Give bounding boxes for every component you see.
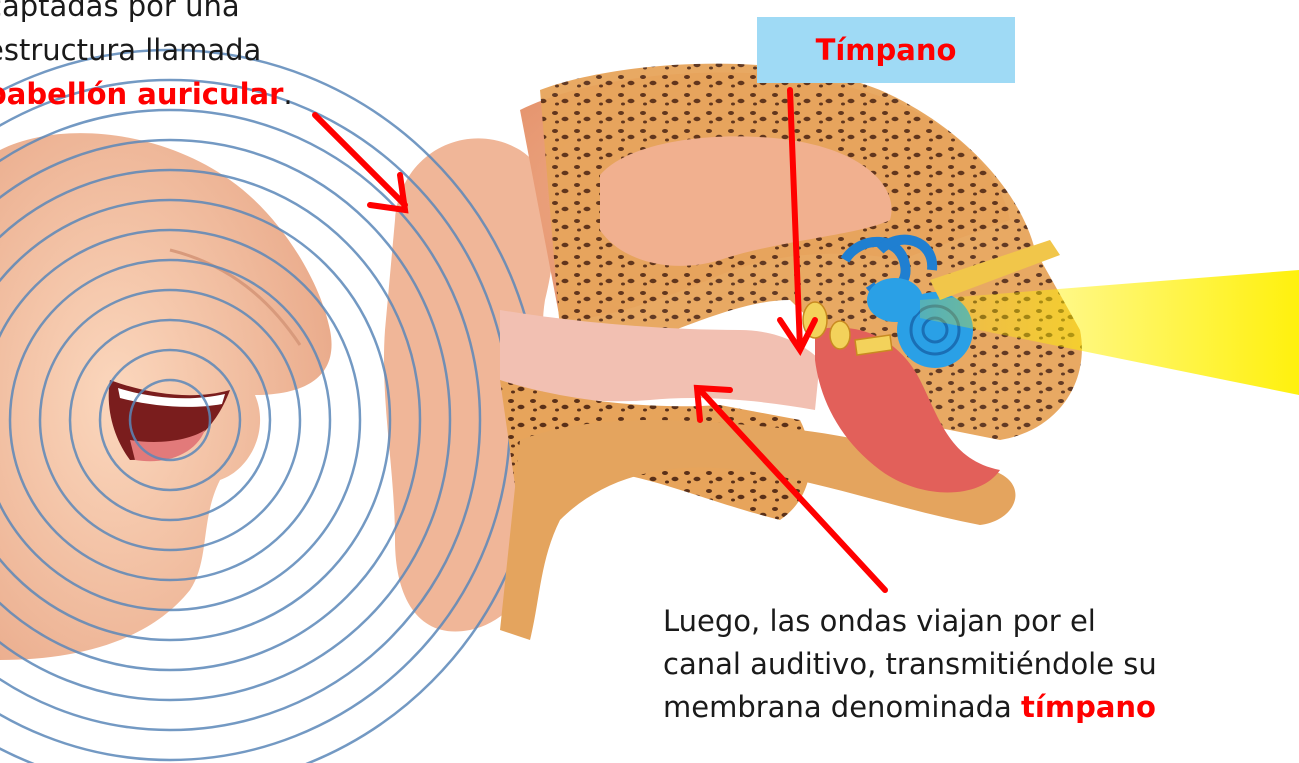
eardrum-term: tímpano — [1021, 690, 1156, 724]
top-caption-period: . — [283, 77, 292, 111]
top-caption-line-1: captadas por una — [0, 0, 293, 28]
bottom-caption-line-3: membrana denominada tímpano — [663, 686, 1157, 729]
eardrum-label: Tímpano — [816, 33, 957, 67]
top-caption-line-2: estructura llamada — [0, 28, 293, 72]
pinna-term: pabellón auricular — [0, 77, 283, 111]
bottom-caption-line-3-start: membrana denominada — [663, 690, 1021, 724]
eardrum-label-box: Tímpano — [757, 17, 1015, 83]
bottom-caption: Luego, las ondas viajan por el canal aud… — [663, 600, 1157, 729]
top-caption-line-3: pabellón auricular. — [0, 72, 293, 116]
top-caption: captadas por una estructura llamada pabe… — [0, 0, 293, 116]
bottom-caption-line-2: canal auditivo, transmitiéndole su — [663, 643, 1157, 686]
arrow-to-pinna — [315, 115, 405, 205]
bottom-caption-line-1: Luego, las ondas viajan por el — [663, 600, 1157, 643]
